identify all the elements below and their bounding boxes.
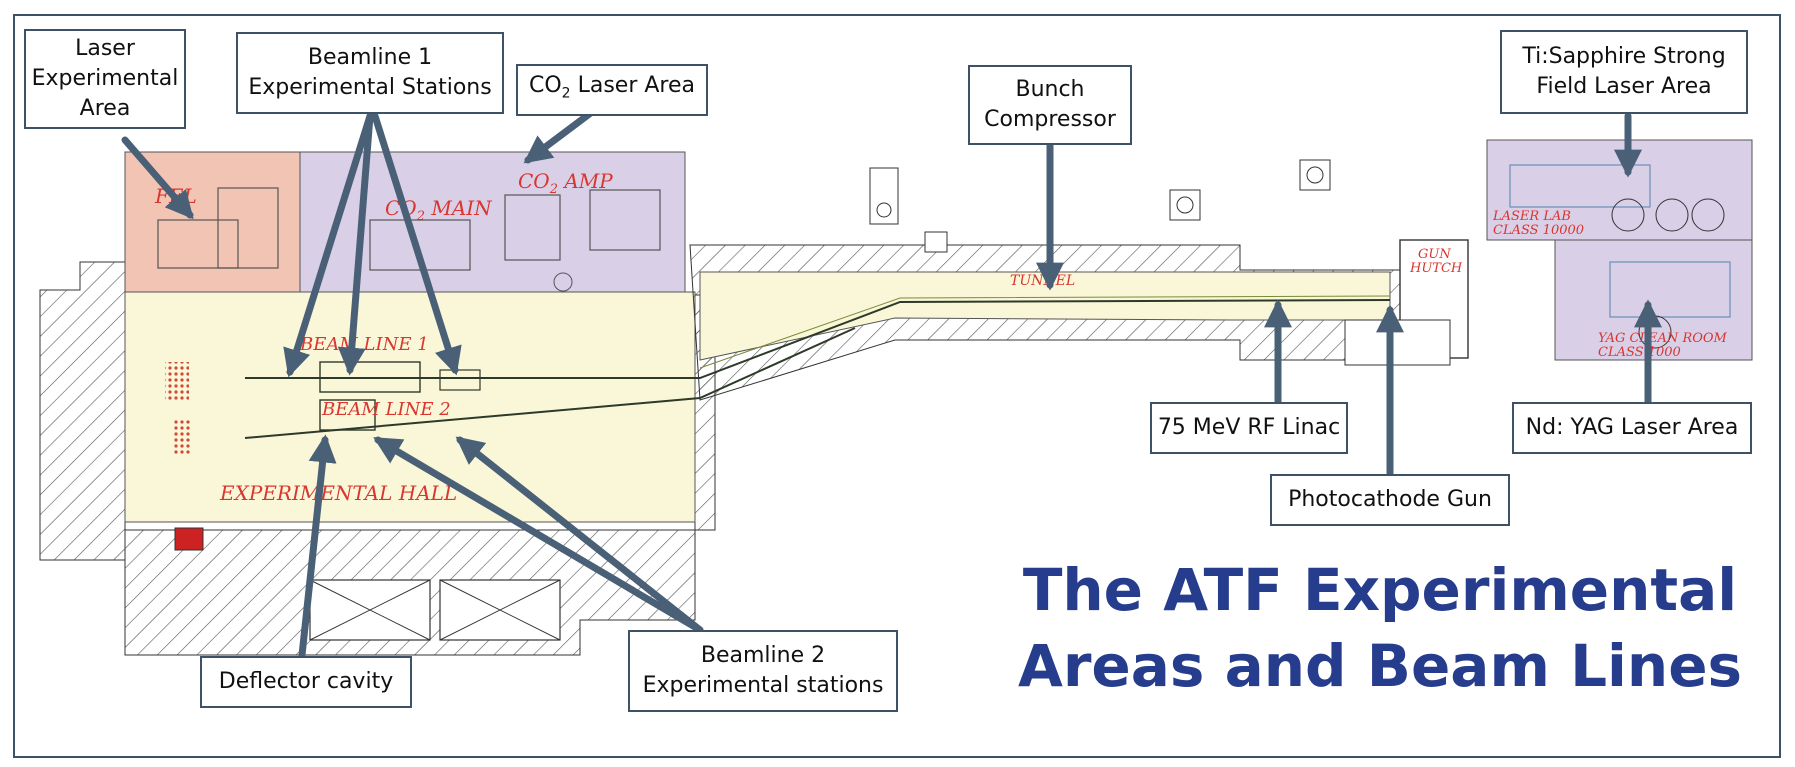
callout-co2-laser-area: CO2 Laser Area [516,64,708,116]
callout-text: Experimental [31,66,179,91]
plan-label-class-10000: CLASS 10000 [1493,223,1584,238]
callout-text: Deflector cavity [218,669,394,694]
tunnel [689,159,1401,401]
callout-text: Compressor [984,107,1116,132]
beam-lines [244,295,1391,439]
callout-text: Area [79,96,131,121]
callout-text: Ti:Sapphire Strong [1522,44,1726,69]
callout-beamline2-stations: Beamline 2 Experimental stations [628,630,898,712]
callout-text: Field Laser Area [1536,74,1712,99]
plan-label-yag-clean-room: YAG CLEAN ROOM [1598,331,1728,346]
callout-ndyag-area: Nd: YAG Laser Area [1512,402,1752,454]
hall-red-equipment [174,527,204,551]
callout-beamline1-stations: Beamline 1 Experimental Stations [236,32,504,114]
callout-text: Beamline 1 [307,45,433,70]
figure-title-line-1: The ATF Experimental [1022,556,1738,624]
callout-text: Photocathode Gun [1288,487,1492,512]
callout-tisapphire-area: Ti:Sapphire Strong Field Laser Area [1500,30,1748,114]
plan-label-beam-line-2: BEAM LINE 2 [321,399,451,420]
figure-title-line-2: Areas and Beam Lines [1017,632,1743,700]
plan-label-tunnel: TUNNEL [1010,273,1075,289]
callout-laser-experimental-area: Laser Experimental Area [24,29,186,129]
plan-label-experimental-hall: EXPERIMENTAL HALL [219,481,457,505]
plan-label-co2-amp: CO2 AMP [518,169,613,197]
callout-text: Experimental Stations [248,75,492,100]
callout-text: 75 MeV RF Linac [1157,415,1341,440]
plan-label-class-1000: CLASS 1000 [1598,345,1681,360]
plan-label-hutch: HUTCH [1409,261,1463,276]
callout-text: Laser [75,36,135,61]
plan-label-gun: GUN [1418,247,1451,262]
hall-dotted-block [165,362,189,402]
callout-text: Experimental stations [642,673,884,698]
hall-dotted-block-2 [172,420,192,456]
callout-text: CO2 Laser Area [528,73,695,102]
plan-label-laser-lab: LASER LAB [1492,209,1571,224]
callout-arrows [121,96,1662,659]
callout-rf-linac: 75 MeV RF Linac [1150,402,1348,454]
callout-text: Nd: YAG Laser Area [1525,415,1739,440]
callout-photocathode-gun: Photocathode Gun [1270,474,1510,526]
callout-text: Bunch [1015,77,1085,102]
callout-deflector-cavity: Deflector cavity [200,656,412,708]
callout-bunch-compressor: Bunch Compressor [968,65,1132,145]
figure-title: The ATF Experimental Areas and Beam Line… [1000,552,1760,704]
plan-label-beam-line-1: BEAM LINE 1 [299,334,429,355]
callout-text: Beamline 2 [700,643,826,668]
